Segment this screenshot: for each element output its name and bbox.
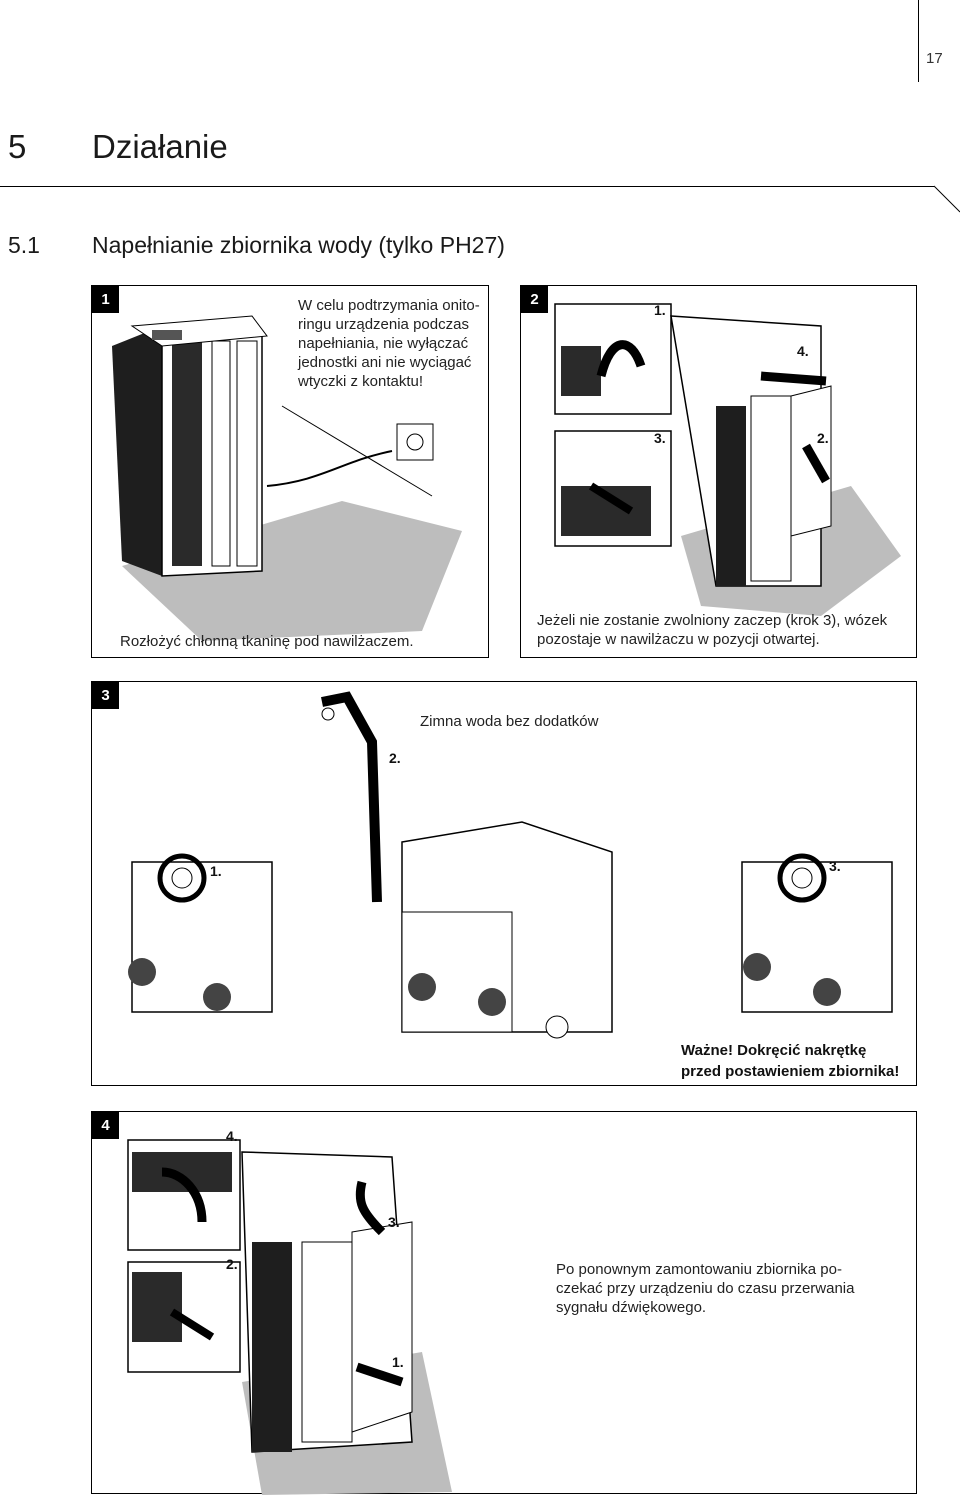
- water-label: Zimna woda bez dodatków: [420, 713, 599, 730]
- panel-badge: 2: [521, 286, 548, 313]
- tank-filling-illustration: [128, 691, 893, 1039]
- section-number: 5: [8, 128, 27, 165]
- step-label: 3.: [654, 430, 666, 446]
- panel-badge: 1: [92, 286, 119, 313]
- water-tap-hose: [321, 691, 382, 903]
- note-line: czekać przy urządzeniu do czasu przerwan…: [556, 1280, 855, 1297]
- step-label: 1.: [654, 302, 666, 318]
- note-line: Po ponownym zamontowaniu zbiornika po-: [556, 1261, 842, 1278]
- carriage-release-illustration: [554, 303, 901, 616]
- caption-line: pozostaje w nawilżaczu w pozycji otwarte…: [537, 631, 820, 648]
- important-line: przed postawieniem zbiornika!: [681, 1063, 900, 1080]
- panel-1: 1 W celu podtrzymania onito- ringu urząd…: [91, 285, 489, 658]
- tank-left: [128, 853, 273, 1013]
- power-cord: [266, 450, 393, 487]
- section-rule-corner: [933, 185, 960, 213]
- step-label: 4.: [797, 343, 809, 359]
- rotate-icon: [777, 853, 827, 903]
- subsection-number: 5.1: [8, 232, 40, 258]
- important-line: Ważne! Dokręcić nakrętkę: [681, 1042, 867, 1059]
- note-line: ringu urządzenia podczas: [298, 316, 469, 333]
- arrow-lift: [355, 1180, 386, 1236]
- subsection-title: Napełnianie zbiornika wody (tylko PH27): [92, 232, 505, 258]
- humidifier-illustration: [112, 315, 462, 641]
- page-edge-rule: [918, 0, 919, 82]
- panel-badge: 3: [92, 682, 119, 709]
- step-label: 2.: [389, 750, 401, 766]
- arrow-tilt: [802, 443, 830, 484]
- tank-right: [741, 853, 893, 1013]
- step-label: 3.: [388, 1214, 400, 1230]
- subsection-heading: 5.1 Napełnianie zbiornika wody (tylko PH…: [8, 232, 708, 262]
- cap-icon: [545, 1015, 569, 1039]
- step-label: 1.: [392, 1354, 404, 1370]
- step-label: 2.: [817, 430, 829, 446]
- panel-3: 3 Zimna woda bez dodatków 2. 1. 3.: [91, 681, 917, 1086]
- arrow-push: [355, 1362, 404, 1387]
- panel-2-caption: Jeżeli nie zostanie zwolniony zaczep (kr…: [537, 611, 915, 649]
- note-line: napełniania, nie wyłączać: [298, 335, 469, 352]
- panel-4-note: Po ponownym zamontowaniu zbiornika po- c…: [556, 1260, 886, 1317]
- panel-4: 4 4. 3. 2. 1. Po ponownym zamontowaniu z…: [91, 1111, 917, 1495]
- rotate-icon: [157, 853, 207, 903]
- tank-reinsert-illustration: [127, 1139, 452, 1495]
- section-title: Działanie: [92, 128, 228, 165]
- note-line: jednostki ani nie wyciągać: [298, 354, 472, 371]
- important-note: Ważne! Dokręcić nakrętkę przed postawien…: [681, 1040, 916, 1082]
- absorbent-cloth: [122, 501, 462, 641]
- note-line: sygnału dźwiękowego.: [556, 1299, 707, 1316]
- page-number: 17: [926, 50, 943, 67]
- note-line: W celu podtrzymania onito-: [298, 297, 480, 314]
- arrow-slide: [760, 371, 827, 386]
- panel-2: 2 1. 4. 3. 2. Jeżeli nie zostanie zwolni…: [520, 285, 917, 658]
- step-label: 4.: [226, 1128, 238, 1144]
- caption-line: Jeżeli nie zostanie zwolniony zaczep (kr…: [537, 612, 888, 629]
- panel-badge: 4: [92, 1112, 119, 1139]
- tank-middle: [401, 821, 613, 1039]
- step-label: 2.: [226, 1256, 238, 1272]
- step-label: 1.: [210, 863, 222, 879]
- note-line: wtyczki z kontaktu!: [298, 373, 424, 390]
- panel-1-caption: Rozłożyć chłonną tkaninę pod nawilżaczem…: [120, 633, 414, 650]
- step-label: 3.: [829, 858, 841, 874]
- section-heading: 5 Działanie: [8, 128, 608, 168]
- section-rule: [0, 186, 934, 187]
- panel-1-warning: W celu podtrzymania onito- ringu urządze…: [298, 296, 488, 391]
